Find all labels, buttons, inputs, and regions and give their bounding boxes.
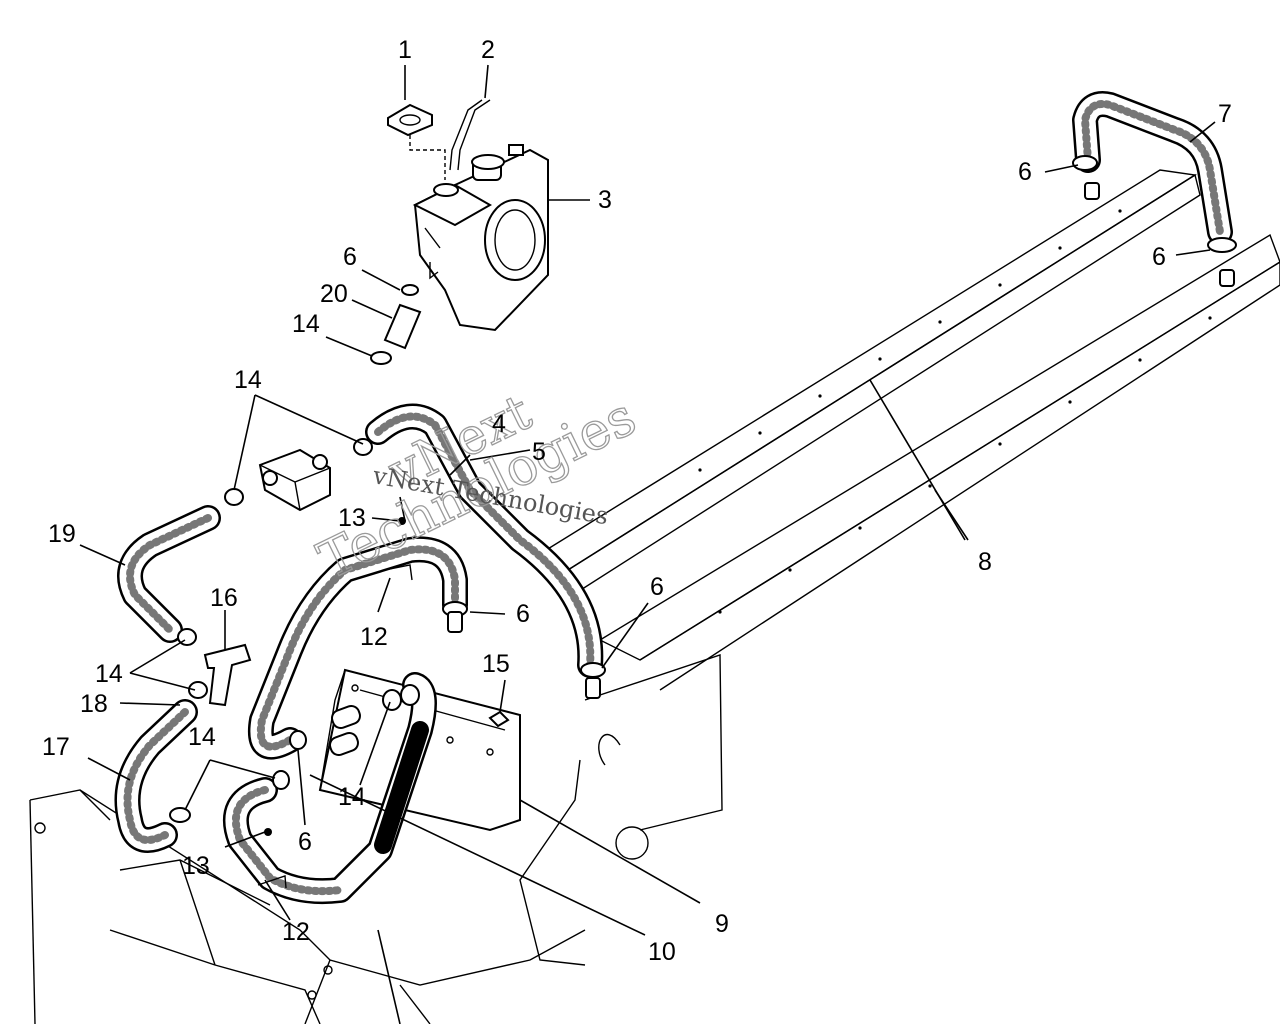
callout-2: 2 xyxy=(481,36,495,64)
callout-14b: 14 xyxy=(234,366,262,394)
rail-rivets xyxy=(698,209,1212,614)
callout-12a: 12 xyxy=(360,623,388,651)
callout-9: 9 xyxy=(715,910,729,938)
watermark: vNext Technologies vNext Technologies xyxy=(309,382,646,592)
callout-6c: 6 xyxy=(1152,243,1166,271)
callout-14d: 14 xyxy=(188,723,216,751)
callout-17: 17 xyxy=(42,733,70,761)
callout-7: 7 xyxy=(1218,100,1232,128)
callout-8: 8 xyxy=(978,548,992,576)
callout-15: 15 xyxy=(482,650,510,678)
leader-lines xyxy=(79,64,1216,1024)
callout-18: 18 xyxy=(80,690,108,718)
callout-6b: 6 xyxy=(1018,158,1032,186)
hoses xyxy=(114,91,1233,905)
callout-1: 1 xyxy=(398,36,412,64)
hose-clamps xyxy=(169,155,1237,823)
callout-6f: 6 xyxy=(298,828,312,856)
callout-13a: 13 xyxy=(338,504,366,532)
callout-6a: 6 xyxy=(343,243,357,271)
bulkhead xyxy=(29,654,723,1024)
callout-labels: 1 2 3 4 5 6 6 6 6 6 6 7 8 9 10 12 12 13 … xyxy=(42,36,1232,966)
fittings xyxy=(203,448,510,889)
callout-14c: 14 xyxy=(95,660,123,688)
callout-13b: 13 xyxy=(182,852,210,880)
callout-4: 4 xyxy=(492,410,506,438)
callout-14e: 14 xyxy=(338,783,366,811)
coolant-tank xyxy=(412,144,549,332)
callout-10: 10 xyxy=(648,938,676,966)
callout-6e: 6 xyxy=(650,573,664,601)
callout-14a: 14 xyxy=(292,310,320,338)
cap-gasket xyxy=(387,103,446,180)
callout-16: 16 xyxy=(210,584,238,612)
callout-5: 5 xyxy=(532,438,546,466)
vent-hose xyxy=(449,99,491,171)
callout-6d: 6 xyxy=(516,600,530,628)
callout-20: 20 xyxy=(320,280,348,308)
callout-19: 19 xyxy=(48,520,76,548)
callout-12b: 12 xyxy=(282,918,310,946)
callout-3: 3 xyxy=(598,186,612,214)
